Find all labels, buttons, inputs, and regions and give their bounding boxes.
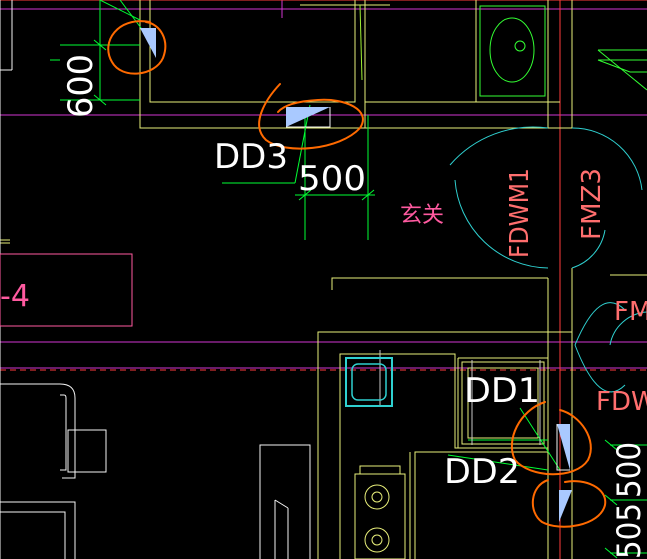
markup-circle-dd1 (510, 401, 592, 476)
room-label-foyer: 玄关 (400, 203, 444, 228)
white-outlines (0, 0, 363, 559)
markup-circle-dd3 (258, 83, 364, 150)
door-label-fdw: FDW (596, 387, 647, 417)
axis-lines (0, 0, 647, 369)
device-markers (140, 28, 572, 522)
device-marker-top-left (140, 28, 156, 58)
label-dd3: DD3 (214, 137, 288, 177)
door-swings (449, 126, 647, 393)
device-marker-dd3 (286, 107, 330, 127)
markup-circle-dd2 (532, 479, 607, 528)
device-marker-dd2 (559, 490, 572, 522)
door-label-fmz3: FMZ3 (577, 168, 607, 240)
dimension-500: 500 (298, 159, 366, 199)
device-marker-outlines (286, 107, 570, 471)
markup-circles (107, 20, 607, 528)
socket-box (345, 357, 393, 407)
grid-tag: -4 (0, 279, 30, 314)
door-label-fm: FM (614, 297, 647, 327)
label-dd1: DD1 (464, 371, 540, 411)
device-marker-dd1 (557, 424, 570, 470)
markup-circle-top-left (107, 20, 167, 75)
grey-lines (379, 350, 541, 445)
outlet-symbols (364, 484, 390, 553)
fixtures (479, 5, 647, 97)
dimension-505: 505 (610, 503, 647, 559)
door-label-fdwm1: FDWM1 (505, 168, 535, 258)
label-dd2: DD2 (444, 452, 520, 492)
dimension-lines (50, 0, 647, 559)
dimension-500-right: 500 (610, 442, 647, 498)
dimension-600: 600 (61, 54, 101, 118)
